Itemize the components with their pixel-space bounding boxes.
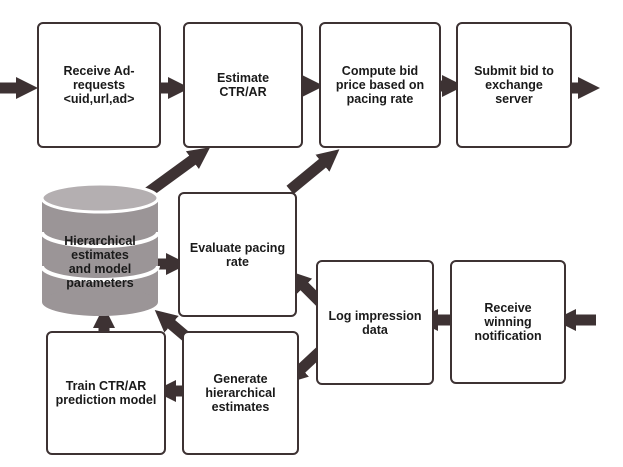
log-impression-data-box: Log impression data xyxy=(316,260,434,385)
evaluate-pacing-rate-box: Evaluate pacing rate xyxy=(178,192,297,317)
receive-winning-notification-label: Receive winning notification xyxy=(474,301,542,343)
train-model-box: Train CTR/AR prediction model xyxy=(46,331,166,455)
compute-bid-price-label: Compute bid price based on pacing rate xyxy=(335,64,425,106)
arrow-pacing-to-compute xyxy=(286,149,340,195)
submit-bid-label: Submit bid to exchange server xyxy=(474,64,554,106)
receive-ad-requests-box: Receive Ad- requests <uid,url,ad> xyxy=(37,22,161,148)
arrow-db-to-estimate xyxy=(142,147,211,199)
train-model-label: Train CTR/AR prediction model xyxy=(55,379,157,407)
log-impression-data-label: Log impression data xyxy=(328,308,422,337)
compute-bid-price-box: Compute bid price based on pacing rate xyxy=(319,22,441,148)
generate-hierarchical-estimates-box: Generate hierarchical estimates xyxy=(182,331,299,455)
estimate-ctr-ar-box: Estimate CTR/AR xyxy=(183,22,303,148)
evaluate-pacing-rate-label: Evaluate pacing rate xyxy=(189,240,286,269)
receive-ad-requests-label: Receive Ad- requests <uid,url,ad> xyxy=(63,64,135,106)
estimate-ctr-ar-label: Estimate CTR/AR xyxy=(216,71,270,99)
submit-bid-box: Submit bid to exchange server xyxy=(456,22,572,148)
database-cylinder xyxy=(40,182,160,316)
generate-hierarchical-estimates-label: Generate hierarchical estimates xyxy=(205,372,276,414)
hierarchical-estimates-db-label: Hierarchical estimates and model paramet… xyxy=(64,234,136,290)
receive-winning-notification-box: Receive winning notification xyxy=(450,260,566,384)
